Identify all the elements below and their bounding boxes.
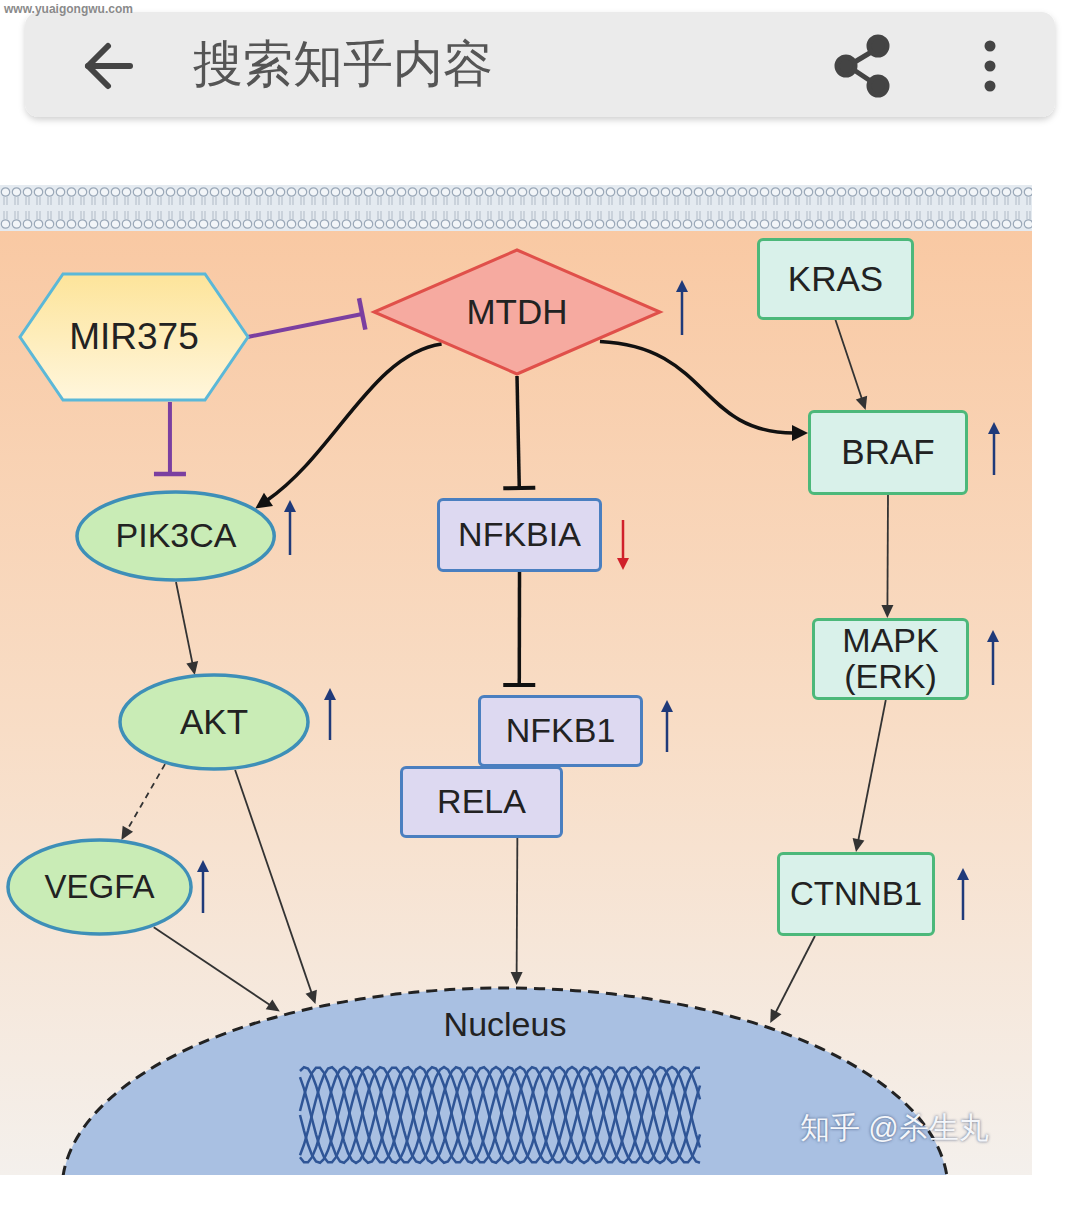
connector: [853, 700, 886, 852]
connector: [121, 764, 165, 840]
inhibition-bar: [503, 486, 535, 491]
node-label: 搜索知乎内容: [193, 38, 493, 91]
connector: [600, 341, 808, 441]
node-label: VEGFA: [44, 870, 154, 905]
connector: [255, 344, 441, 508]
connector: [235, 770, 317, 1004]
connector-line: [176, 582, 193, 664]
connector-line: [235, 770, 312, 994]
inhibition-bar: [503, 683, 535, 687]
connector-line: [154, 927, 271, 1005]
arrowhead: [853, 838, 865, 852]
arrowhead: [770, 1009, 781, 1023]
protein-box: RELA: [400, 766, 563, 838]
up-indicator: [284, 500, 296, 555]
connector: [836, 320, 868, 410]
connector-line: [600, 341, 794, 433]
arrowhead: [186, 661, 198, 675]
connector-line: [516, 838, 519, 974]
connector-line: [248, 314, 363, 337]
connector: [503, 572, 535, 685]
node-label: BRAF: [841, 434, 934, 471]
connector-line: [168, 402, 172, 474]
up-indicator: [324, 688, 336, 740]
search-bar: 搜索知乎内容: [25, 12, 1055, 117]
node-label: AKT: [180, 704, 248, 741]
protein-box: KRAS: [757, 238, 914, 320]
cytoplasm: [0, 185, 1032, 1175]
diamond-shape: [374, 250, 660, 374]
arrowhead: [881, 605, 893, 618]
nucleus-region: Nucleus: [60, 985, 950, 1175]
protein-ellipse: PIK3CA: [75, 490, 276, 582]
back-arrow-icon: [88, 46, 130, 86]
connector: [176, 582, 198, 675]
inhibition-bar: [359, 298, 365, 329]
up-indicator: [676, 280, 688, 335]
up-indicator: [987, 630, 999, 685]
mirna-hexagon: MIR375: [18, 272, 250, 402]
protein-box: NFKBIA: [437, 498, 602, 572]
ellipse-shape: [8, 840, 191, 934]
node-label: Nucleus: [444, 1007, 567, 1043]
node-label: NFKBIA: [458, 517, 581, 553]
ellipse-shape: [120, 675, 308, 769]
up-indicator: [197, 860, 209, 913]
node-label: PIK3CA: [116, 518, 237, 554]
connector-line: [267, 344, 442, 500]
connector-line: [127, 764, 165, 830]
connector-line: [858, 700, 886, 841]
connector: [770, 936, 815, 1023]
watermark: 知乎 @杀生丸: [800, 1108, 989, 1149]
more-icon: [985, 41, 996, 92]
arrowhead: [792, 425, 808, 441]
node-label: MIR375: [69, 318, 199, 357]
protein-box: BRAF: [808, 410, 968, 495]
arrowhead: [266, 999, 280, 1011]
search-bar-shadow: [25, 12, 1055, 117]
protein-box: CTNNB1: [777, 852, 935, 936]
share-icon: [837, 37, 887, 95]
connector-line: [518, 572, 522, 685]
up-indicator: [661, 700, 673, 752]
inhibition-bar: [154, 472, 186, 477]
watermark: www.yuaigongwu.com: [4, 2, 133, 16]
connector: [248, 298, 366, 337]
arrowhead: [255, 493, 273, 509]
up-indicator: [988, 422, 1000, 475]
connector-line: [775, 936, 815, 1013]
protein-ellipse: AKT: [118, 673, 310, 771]
ellipse-shape: [77, 492, 274, 580]
connector: [881, 495, 893, 618]
connector: [503, 376, 535, 488]
nucleus-envelope: [62, 988, 948, 1175]
connector: [511, 838, 523, 985]
connector-line: [887, 495, 889, 607]
dna-helix: [300, 1067, 700, 1163]
cell-membrane: [0, 185, 1032, 231]
node-label: KRAS: [788, 261, 883, 298]
protein-box: MAPK (ERK): [812, 618, 969, 700]
hexagon-shape: [20, 274, 248, 400]
connector: [154, 927, 280, 1011]
connector-line: [517, 376, 519, 488]
node-label: MTDH: [466, 294, 567, 331]
connector: [154, 402, 186, 474]
arrowhead: [121, 826, 133, 840]
node-label: MAPK (ERK): [823, 623, 958, 694]
node-label: CTNNB1: [790, 877, 922, 912]
down-indicator: [617, 520, 629, 570]
node-label: RELA: [437, 784, 526, 820]
protein-box: NFKB1: [478, 695, 643, 767]
connector-line: [836, 320, 863, 400]
gene-diamond: MTDH: [372, 248, 662, 376]
up-indicator: [957, 868, 969, 920]
protein-ellipse: VEGFA: [6, 838, 193, 936]
arrowhead: [306, 990, 317, 1004]
arrowhead: [511, 972, 523, 985]
node-label: NFKB1: [506, 713, 616, 749]
arrowhead: [856, 396, 867, 410]
